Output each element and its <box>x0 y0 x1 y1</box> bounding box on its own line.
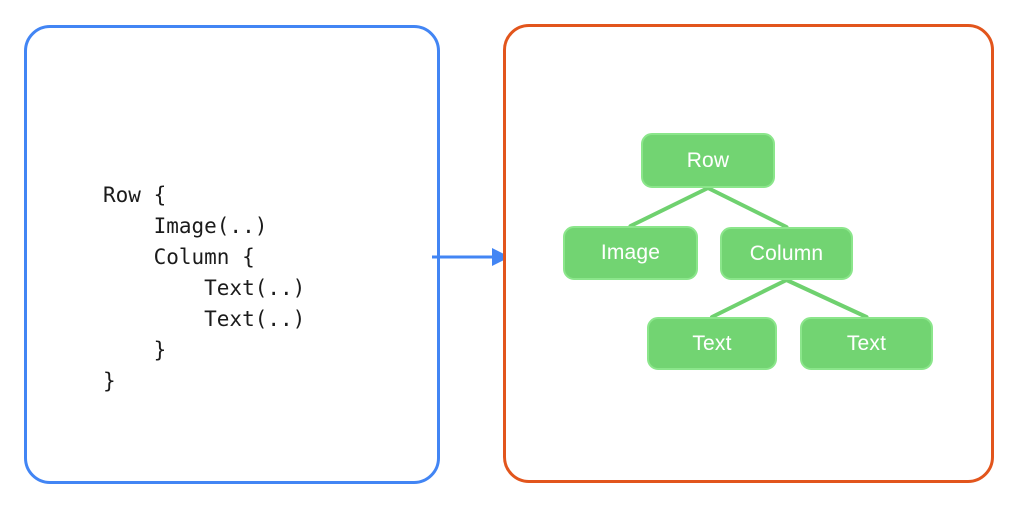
ui-code-snippet: Row { Image(..) Column { Text(..) Text(.… <box>103 183 306 393</box>
tree-node-column[interactable]: Column <box>720 227 853 280</box>
tree-edge-column-to-text1 <box>710 278 789 319</box>
tree-node-row[interactable]: Row <box>641 133 775 188</box>
tree-node-label: Image <box>600 241 661 264</box>
tree-edges <box>628 186 869 319</box>
tree-edge-row-to-column <box>706 186 789 229</box>
tree-edge-row-to-image <box>628 186 710 228</box>
code-panel: Row { Image(..) Column { Text(..) Text(.… <box>24 25 440 484</box>
tree-node-label: Text <box>846 331 887 355</box>
arrow-head <box>492 248 510 266</box>
tree-edge-column-to-text2 <box>784 278 869 319</box>
tree-node-text1[interactable]: Text <box>647 317 777 370</box>
tree-node-label: Column <box>749 241 824 265</box>
tree-node-image[interactable]: Image <box>563 226 698 280</box>
tree-node-text2[interactable]: Text <box>800 317 933 370</box>
transforms-into-arrow <box>432 248 510 266</box>
tree-node-label: Row <box>686 148 730 172</box>
tree-node-label: Text <box>692 331 732 355</box>
